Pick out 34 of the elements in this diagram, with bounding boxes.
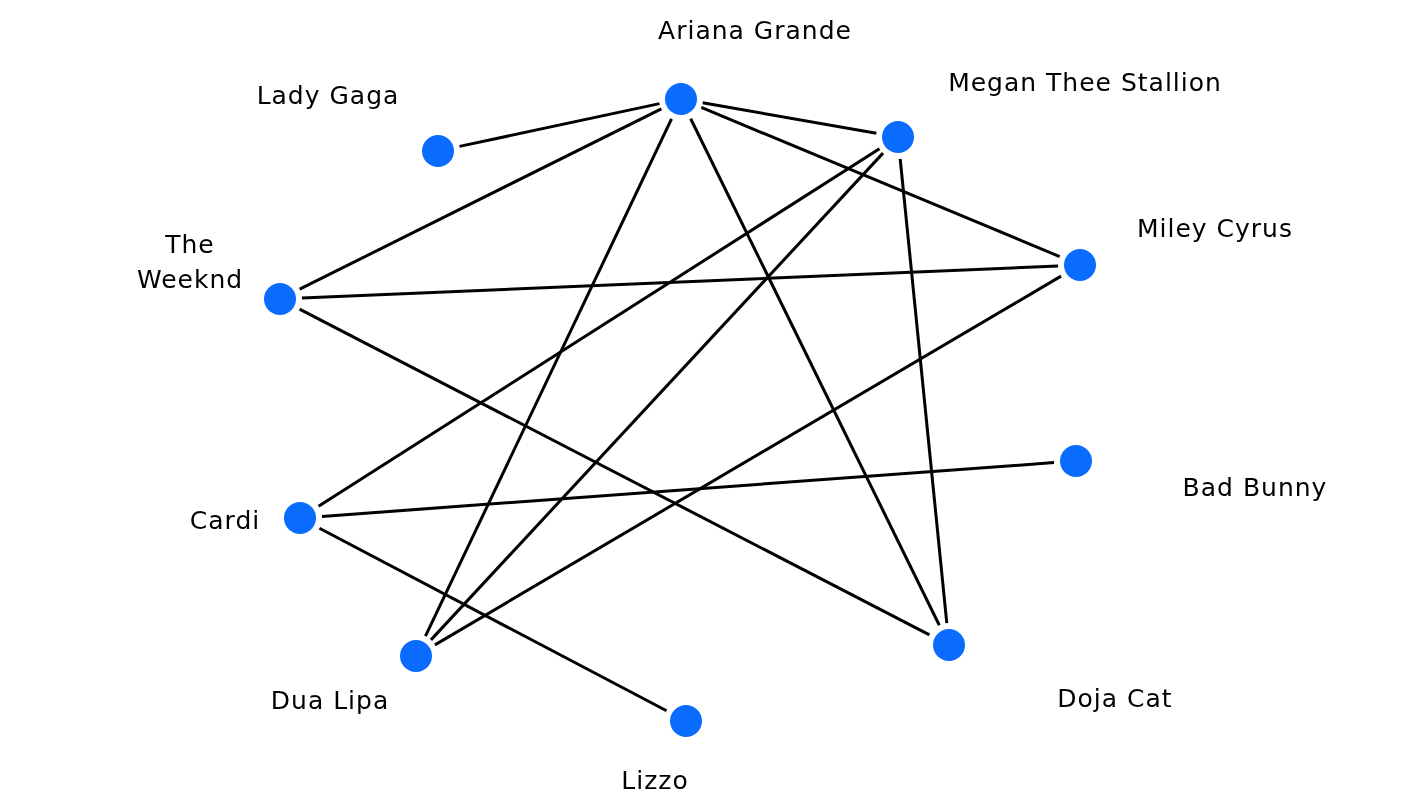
node-dot bbox=[264, 283, 296, 315]
node-label: Bad Bunny bbox=[1182, 472, 1328, 502]
connector-line bbox=[429, 152, 885, 641]
connector-line bbox=[434, 274, 1062, 647]
connector-line bbox=[700, 106, 1061, 258]
node-dot bbox=[422, 135, 454, 167]
connector-line bbox=[301, 264, 1059, 300]
connector-line bbox=[321, 461, 1055, 518]
node-label: Ariana Grande bbox=[658, 15, 852, 45]
node-dot bbox=[400, 640, 432, 672]
node-label: Doja Cat bbox=[1057, 683, 1173, 713]
node-label: Cardi bbox=[189, 505, 261, 535]
node-label: The Weeknd bbox=[135, 229, 245, 296]
node-dot bbox=[882, 121, 914, 153]
node-dot bbox=[665, 83, 697, 115]
connector-line bbox=[459, 102, 660, 148]
node-label: Megan Thee Stallion bbox=[948, 67, 1222, 97]
connector-line bbox=[424, 118, 673, 637]
node-label: Miley Cyrus bbox=[1137, 213, 1293, 243]
node-dot bbox=[1064, 249, 1096, 281]
connector-line bbox=[317, 147, 881, 508]
connector-line bbox=[299, 107, 662, 291]
node-label: Lizzo bbox=[621, 765, 689, 795]
connector-line bbox=[298, 307, 931, 637]
node-dot bbox=[933, 629, 965, 661]
node-dot bbox=[284, 502, 316, 534]
connector-line bbox=[689, 118, 941, 626]
connector-line bbox=[702, 101, 877, 135]
node-label: Lady Gaga bbox=[256, 80, 400, 110]
connector-line bbox=[318, 526, 668, 713]
node-dot bbox=[670, 705, 702, 737]
node-label: Dua Lipa bbox=[270, 685, 390, 715]
node-dot bbox=[1060, 445, 1092, 477]
connector-line bbox=[898, 158, 949, 624]
